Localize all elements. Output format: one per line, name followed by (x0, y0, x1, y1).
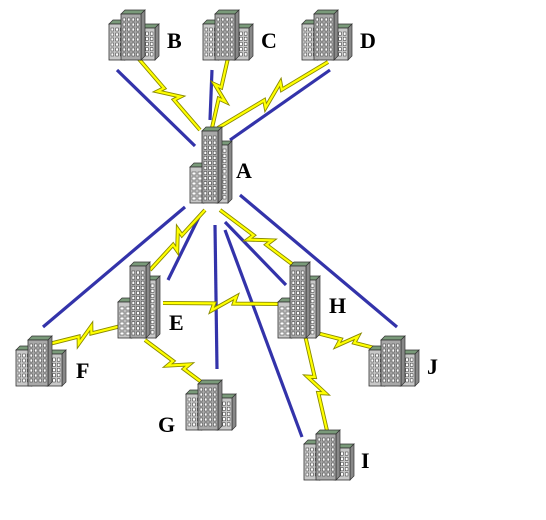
building-i-icon (303, 429, 355, 481)
building-f-icon (15, 335, 67, 387)
wired-link-a-j (238, 193, 399, 329)
wired-link-a-c (208, 69, 214, 121)
node-label-b: B (167, 28, 182, 53)
wireless-link-a-b (136, 56, 202, 132)
building-d-icon (301, 9, 353, 61)
node-label-j: J (427, 354, 438, 379)
node-label-i: I (361, 448, 370, 473)
wired-link-a-b (115, 68, 197, 148)
building-e-icon (117, 261, 161, 339)
wireless-link-e-g (143, 338, 214, 392)
wireless-link-a-c (209, 57, 231, 129)
wireless-link-e-h (162, 292, 286, 315)
wireless-links (44, 56, 391, 436)
building-c-icon (202, 9, 254, 61)
node-label-c: C (261, 28, 277, 53)
node-label-a: A (236, 158, 252, 183)
wireless-link-e-f (44, 320, 126, 350)
wired-link-a-e (166, 214, 202, 281)
building-a-icon (189, 126, 233, 204)
building-j-icon (368, 335, 420, 387)
wireless-link-h-i (301, 334, 332, 436)
node-labels: A B C D E F G H I J (76, 28, 438, 473)
wired-links (41, 68, 399, 438)
wired-link-a-h (223, 220, 288, 287)
building-h-icon (277, 261, 321, 339)
wired-link-a-f (41, 205, 187, 329)
wired-link-a-i (223, 229, 304, 438)
wireless-link-a-e (148, 208, 207, 272)
node-label-e: E (169, 310, 184, 335)
node-label-h: H (329, 293, 346, 318)
building-g-icon (185, 379, 237, 431)
wired-link-a-g (213, 224, 219, 370)
wireless-link-a-h (218, 208, 302, 272)
buildings (15, 9, 420, 481)
building-b-icon (108, 9, 160, 61)
wired-link-a-d (229, 68, 331, 142)
wireless-link-a-d (216, 60, 330, 130)
wireless-link-h-j (304, 328, 391, 354)
node-label-f: F (76, 358, 89, 383)
node-label-d: D (360, 28, 376, 53)
node-label-g: G (158, 412, 175, 437)
